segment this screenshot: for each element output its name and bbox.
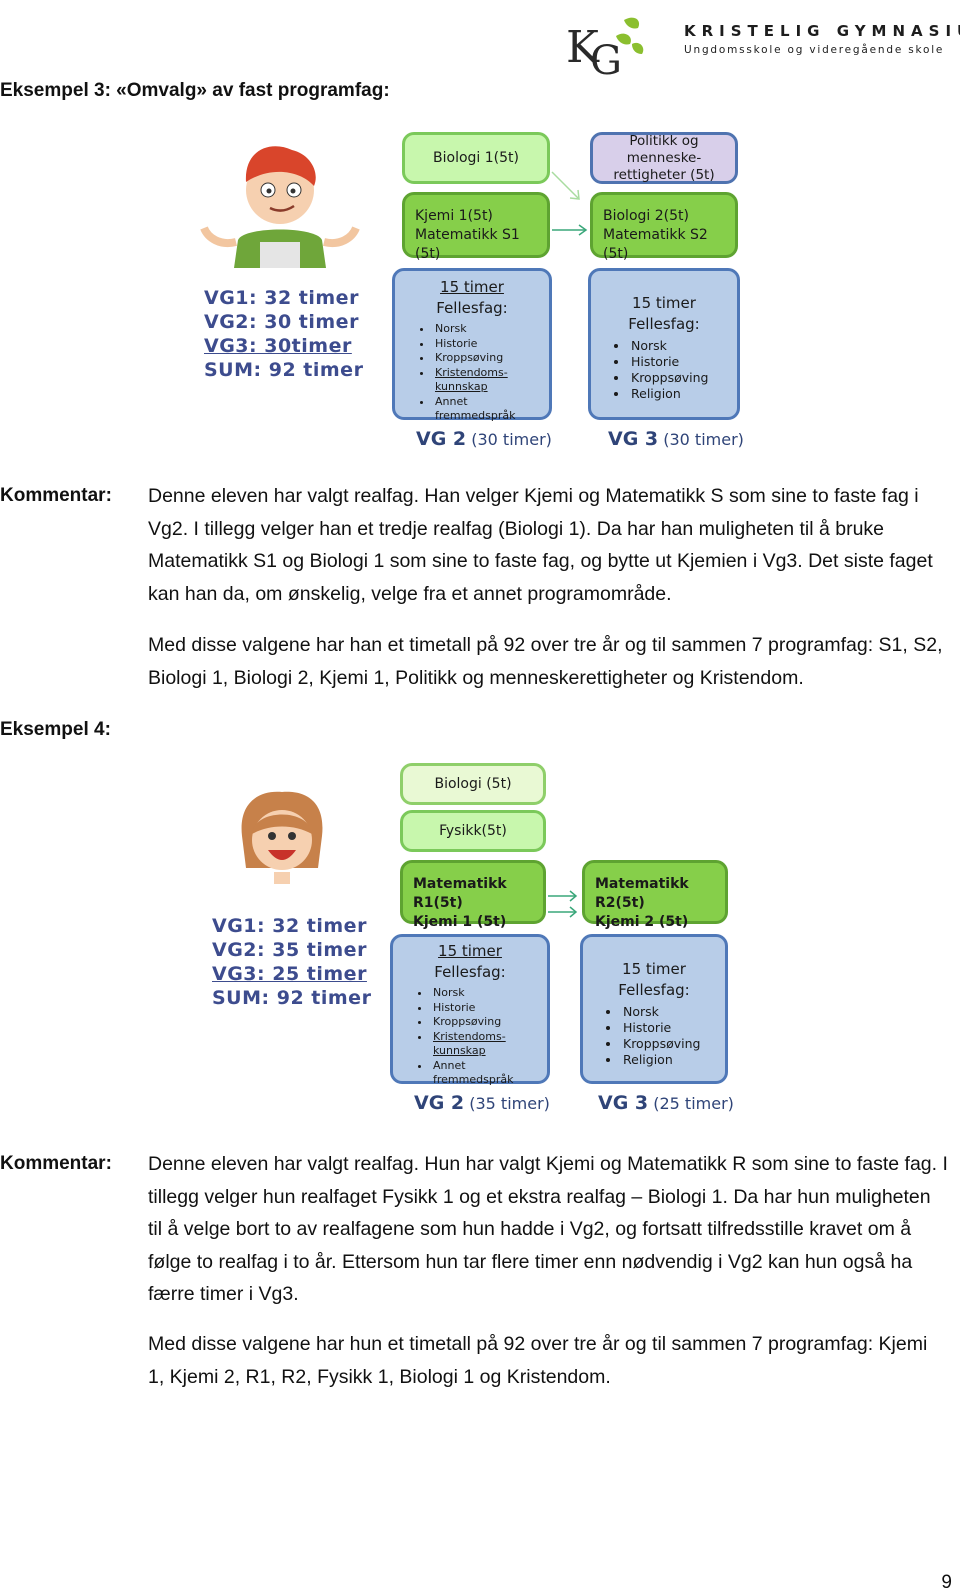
- vg2-elective-biologi: Biologi (5t): [400, 763, 546, 805]
- vg-name: VG 2: [414, 1092, 465, 1114]
- vg2-label: VG 2 (35 timer): [414, 1092, 550, 1114]
- box-label: Biologi (5t): [434, 776, 512, 792]
- core-line-2: Matematikk S2 (5t): [603, 227, 708, 262]
- common-title: Fellesfag:: [436, 299, 508, 317]
- common-list: Norsk Historie Kroppsøving Religion: [583, 1004, 725, 1068]
- core-line-2: Matematikk S1 (5t): [415, 227, 520, 262]
- school-name: KRISTELIG GYMNASIUM: [684, 22, 960, 40]
- hours-sum: SUM: 92 timer: [212, 987, 372, 1009]
- list-item: Religion: [629, 386, 737, 402]
- hours-summary: VG1: 32 timer VG2: 35 timer VG3: 25 time…: [212, 914, 371, 1010]
- hours-vg1: VG1: 32 timer: [204, 287, 359, 309]
- example3-heading: Eksempel 3: «Omvalg» av fast programfag:: [0, 80, 390, 101]
- common-list: Norsk Historie Kroppsøving Religion: [591, 338, 737, 402]
- vg-name: VG 3: [598, 1092, 649, 1114]
- hours-vg2: VG2: 30 timer: [204, 311, 359, 333]
- list-item: Historie: [433, 337, 549, 352]
- common-title: Fellesfag:: [628, 315, 700, 333]
- box-label: Politikk og menneske-rettigheter (5t): [613, 132, 715, 183]
- hours-sum: SUM: 92 timer: [204, 359, 364, 381]
- core-line-1: Kjemi 1(5t): [415, 208, 493, 224]
- comment-paragraph-2: Med disse valgene har han et timetall på…: [148, 634, 943, 689]
- hours-vg1: VG1: 32 timer: [212, 915, 367, 937]
- vg2-common-subjects: 15 timer Fellesfag: Norsk Historie Kropp…: [392, 268, 552, 422]
- transfer-arrows: [548, 166, 594, 242]
- vg3-common-subjects: 15 timer Fellesfag: Norsk Historie Kropp…: [588, 268, 740, 420]
- list-item: Norsk: [629, 338, 737, 354]
- vg2-common-subjects: 15 timer Fellesfag: Norsk Historie Kropp…: [390, 934, 550, 1086]
- list-item: Annet fremmedspråk: [433, 395, 549, 424]
- comment-paragraph-2: Med disse valgene har hun et timetall på…: [148, 1333, 928, 1388]
- hours-vg2: VG2: 35 timer: [212, 939, 367, 961]
- core-line-1: Biologi 2(5t): [603, 208, 689, 224]
- hours-vg3: VG3: 30timer: [204, 335, 352, 357]
- comment-label: Kommentar:: [0, 485, 112, 506]
- list-item: Historie: [431, 1001, 547, 1016]
- girl-illustration: [234, 790, 330, 888]
- svg-text:G: G: [590, 38, 622, 76]
- common-hours: 15 timer: [622, 960, 686, 978]
- vg3-label: VG 3 (25 timer): [598, 1092, 734, 1114]
- common-hours: 15 timer: [632, 294, 696, 312]
- list-item: Kristendoms-kunnskap: [431, 1030, 547, 1059]
- list-item: Kroppsøving: [621, 1036, 725, 1052]
- vg-hours: (30 timer): [663, 430, 744, 449]
- list-item: Historie: [621, 1020, 725, 1036]
- comment-label: Kommentar:: [0, 1153, 112, 1174]
- vg3-elective-politikk: Politikk og menneske-rettigheter (5t): [590, 132, 738, 184]
- list-item: Kroppsøving: [629, 370, 737, 386]
- common-hours: 15 timer: [438, 942, 502, 960]
- box-label: Fysikk(5t): [439, 823, 507, 839]
- vg3-core-subjects: Matematikk R2(5t) Kjemi 2 (5t): [582, 860, 728, 930]
- list-item: Annet fremmedspråk: [431, 1059, 547, 1088]
- list-item: Norsk: [433, 322, 549, 337]
- vg2-elective-fysikk: Fysikk(5t): [400, 810, 546, 852]
- hours-summary: VG1: 32 timer VG2: 30 timer VG3: 30timer…: [204, 286, 363, 382]
- common-hours: 15 timer: [440, 278, 504, 296]
- school-subtitle: Ungdomsskole og videregående skole: [684, 44, 945, 56]
- example4-heading: Eksempel 4:: [0, 719, 111, 740]
- core-line-2: Kjemi 1 (5t): [413, 914, 507, 930]
- core-line-1: Matematikk R2(5t): [595, 876, 689, 911]
- list-item: Historie: [629, 354, 737, 370]
- vg2-label: VG 2 (30 timer): [416, 428, 552, 450]
- hours-vg3: VG3: 25 timer: [212, 963, 367, 985]
- box-label: Biologi 1(5t): [433, 150, 519, 166]
- common-title: Fellesfag:: [618, 981, 690, 999]
- vg2-core-subjects: Kjemi 1(5t) Matematikk S1 (5t): [402, 192, 550, 262]
- list-item: Norsk: [431, 986, 547, 1001]
- list-item: Kroppsøving: [431, 1015, 547, 1030]
- list-item: Kroppsøving: [433, 351, 549, 366]
- list-item: Kristendoms-kunnskap: [433, 366, 549, 395]
- vg3-core-subjects: Biologi 2(5t) Matematikk S2 (5t): [590, 192, 738, 262]
- vg-hours: (35 timer): [469, 1094, 550, 1113]
- school-logo-mark: K G: [566, 14, 646, 84]
- boy-illustration: [200, 142, 360, 268]
- vg-hours: (30 timer): [471, 430, 552, 449]
- comment-paragraph-1: Denne eleven har valgt realfag. Hun har …: [148, 1153, 948, 1305]
- list-item: Religion: [621, 1052, 725, 1068]
- vg2-elective-biologi1: Biologi 1(5t): [402, 132, 550, 184]
- vg-name: VG 3: [608, 428, 659, 450]
- core-line-2: Kjemi 2 (5t): [595, 914, 689, 930]
- transfer-arrows: [546, 886, 582, 922]
- page-number: 9: [941, 1572, 952, 1593]
- common-list: Norsk Historie Kroppsøving Kristendoms-k…: [395, 322, 549, 424]
- list-item: Norsk: [621, 1004, 725, 1020]
- common-title: Fellesfag:: [434, 963, 506, 981]
- comment-paragraph-1: Denne eleven har valgt realfag. Han velg…: [148, 485, 933, 605]
- vg2-core-subjects: Matematikk R1(5t) Kjemi 1 (5t): [400, 860, 546, 930]
- common-list: Norsk Historie Kroppsøving Kristendoms-k…: [393, 986, 547, 1088]
- core-line-1: Matematikk R1(5t): [413, 876, 507, 911]
- svg-text:K: K: [566, 22, 600, 73]
- vg3-common-subjects: 15 timer Fellesfag: Norsk Historie Kropp…: [580, 934, 728, 1084]
- vg3-label: VG 3 (30 timer): [608, 428, 744, 450]
- vg-hours: (25 timer): [653, 1094, 734, 1113]
- vg-name: VG 2: [416, 428, 467, 450]
